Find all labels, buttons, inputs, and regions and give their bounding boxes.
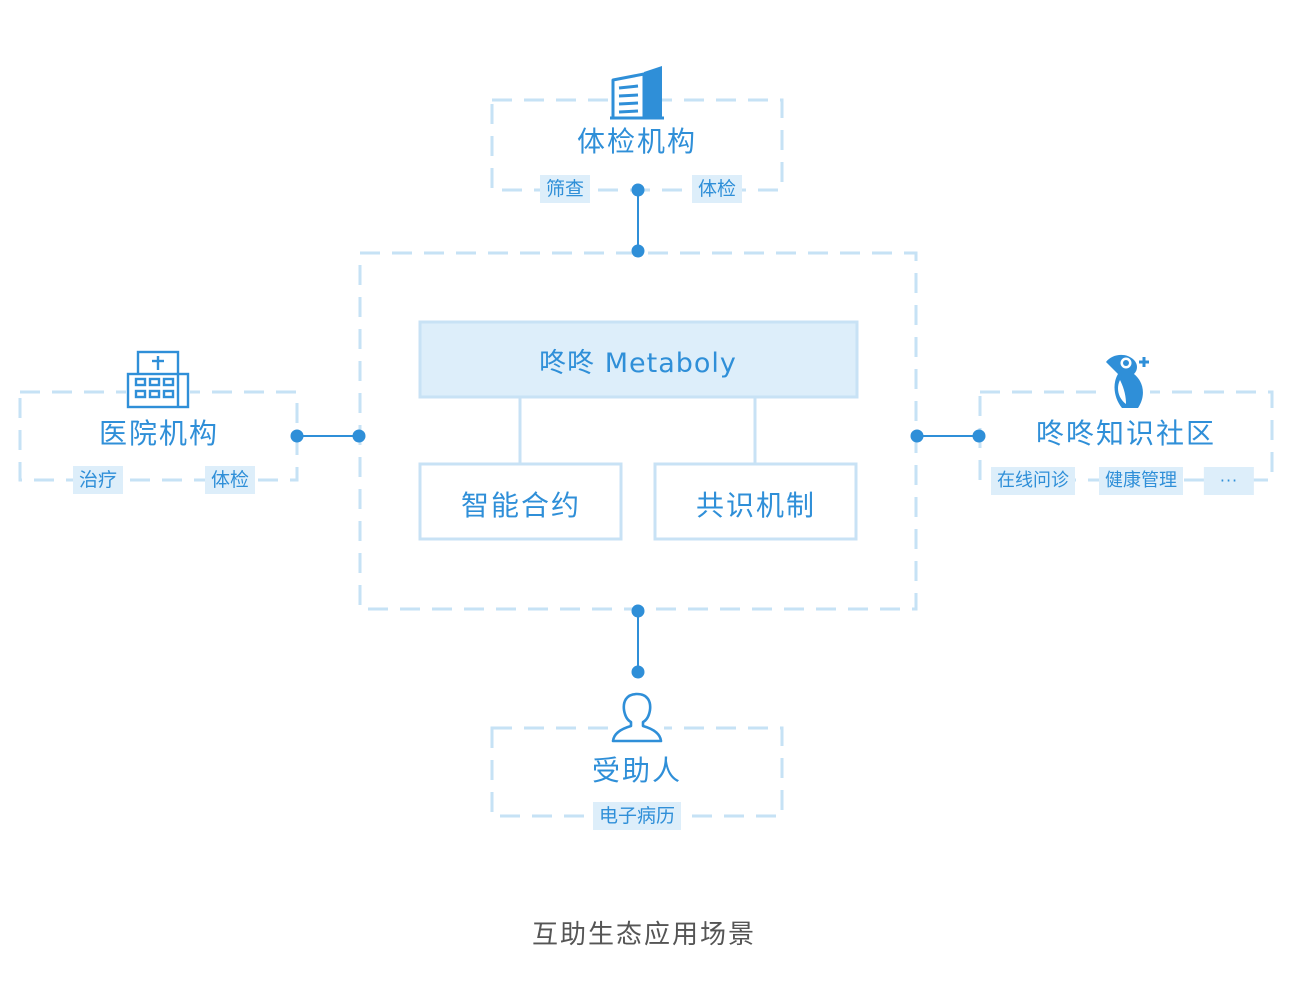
community-tag-health-management: 健康管理 (1099, 467, 1183, 495)
hospital-icon (126, 350, 190, 409)
figure-caption: 互助生态应用场景 (531, 920, 757, 950)
core-platform-title: 咚咚 Metaboly (539, 348, 737, 379)
core-title-box (418, 320, 859, 399)
office-building-icon (610, 66, 664, 120)
community-tag-online-consult: 在线问诊 (991, 467, 1075, 495)
community-title: 咚咚知识社区 (1035, 417, 1217, 450)
hospital-title: 医院机构 (98, 417, 220, 450)
exam-institution-title: 体检机构 (576, 125, 698, 158)
person-icon (610, 690, 664, 744)
community-tag-more: ··· (1203, 467, 1255, 495)
hospital-tag-checkup: 体检 (204, 466, 256, 494)
connector-top (631, 183, 645, 258)
woodpecker-logo-icon (1104, 352, 1150, 410)
exam-tag-screening: 筛查 (539, 175, 591, 203)
recipient-title: 受助人 (591, 754, 683, 787)
connector-left (290, 429, 366, 443)
core-frame (358, 251, 918, 611)
exam-tag-checkup: 体检 (691, 175, 743, 203)
connector-bottom (631, 604, 645, 679)
hospital-tag-treatment: 治疗 (72, 466, 124, 494)
recipient-tag-medical-record: 电子病历 (592, 802, 682, 830)
smart-contract-label: 智能合约 (460, 489, 582, 522)
connector-right (910, 429, 986, 443)
consensus-label: 共识机制 (695, 489, 817, 522)
